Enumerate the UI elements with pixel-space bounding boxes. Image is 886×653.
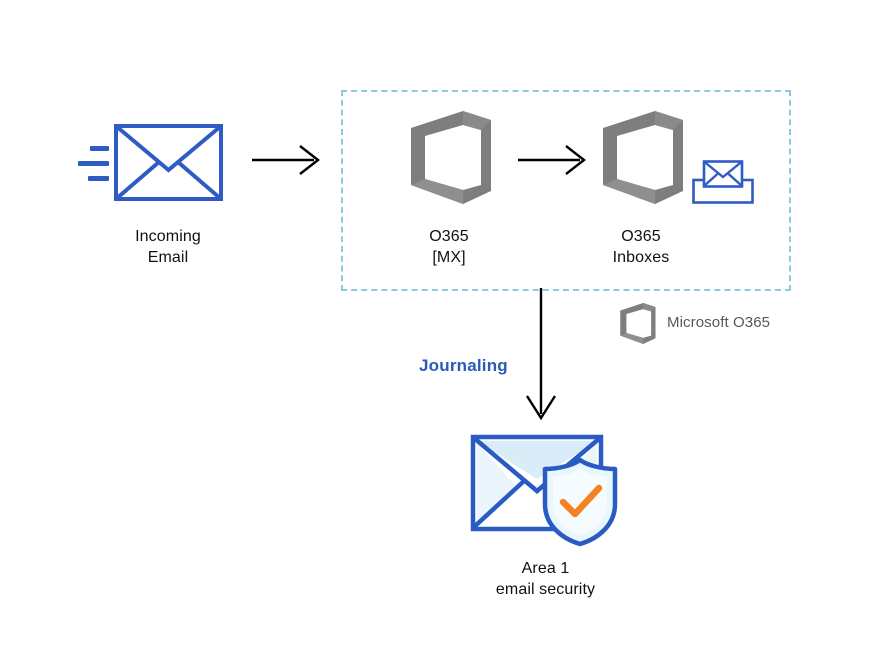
envelope-shield-check-icon [470, 434, 635, 547]
node-label-area1: Area 1 email security [495, 560, 596, 598]
node-label-o365-mx: O365 [MX] [429, 228, 469, 266]
arrow-mx-to-inboxes-icon [518, 144, 586, 176]
envelope-icon [114, 124, 223, 201]
speed-lines-icon [78, 145, 110, 183]
office365-logo-icon [618, 303, 656, 344]
o365-boundary-zone [341, 90, 791, 291]
office365-logo-icon [599, 111, 683, 204]
legend-label-microsoft-o365: Microsoft O365 [667, 314, 771, 331]
inbox-tray-icon [692, 160, 754, 204]
node-label-incoming-email: Incoming Email [135, 228, 201, 266]
arrow-incoming-to-mx-icon [252, 144, 320, 176]
node-label-o365-inboxes: O365 Inboxes [612, 228, 670, 266]
arrow-journaling-icon [521, 288, 561, 421]
edge-label-journaling: Journaling [419, 356, 508, 375]
office365-logo-icon [407, 111, 491, 204]
